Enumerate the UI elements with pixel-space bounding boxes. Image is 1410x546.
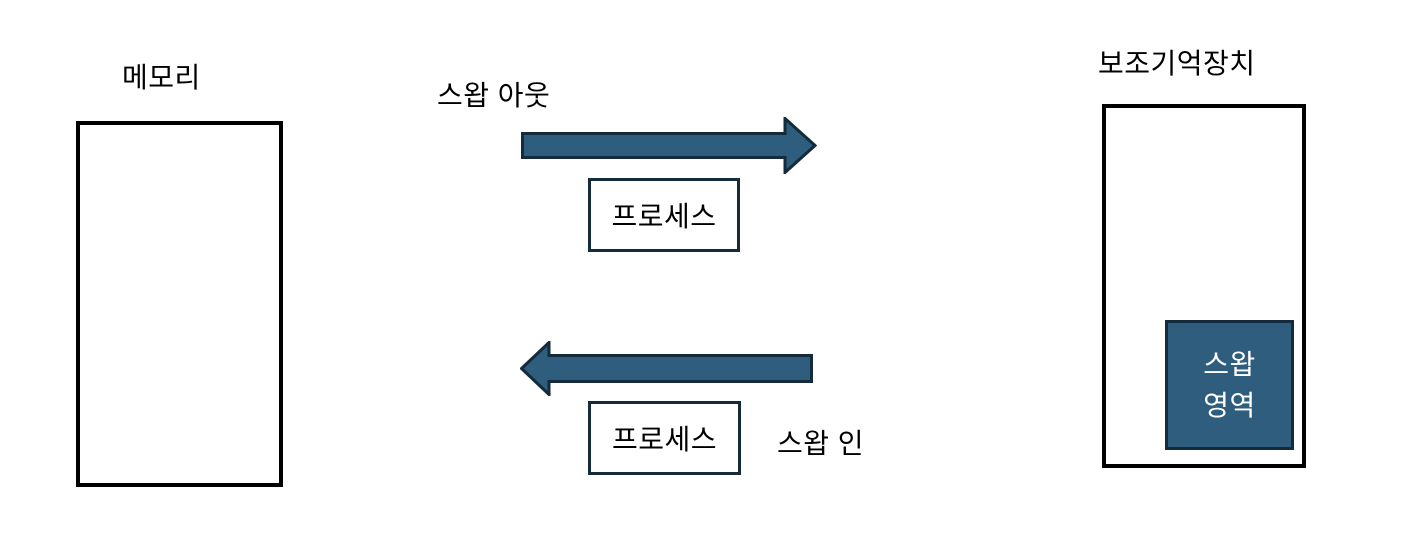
swap-out-process-label: 프로세스 (611, 201, 717, 232)
swap-out-arrow-right-icon (521, 117, 817, 174)
swap-out-process-box: 프로세스 (588, 178, 740, 252)
secondary-storage-label: 보조기억장치 (1098, 48, 1256, 79)
arrow-right-outline (521, 117, 817, 174)
swap-in-process-label: 프로세스 (611, 424, 718, 455)
swap-area-label-line1: 스왑 (1203, 349, 1256, 380)
memory-label: 메모리 (122, 62, 201, 93)
arrow-left-shape (521, 342, 812, 395)
swap-in-label: 스왑 인 (777, 428, 865, 459)
memory-box (76, 121, 283, 487)
swap-out-label: 스왑 아웃 (437, 80, 551, 111)
swap-in-arrow-left-icon (520, 341, 813, 396)
arrow-left-outline (520, 341, 813, 396)
swap-area-label-line2: 영역 (1203, 390, 1256, 421)
arrow-right-shape (522, 118, 815, 173)
swap-in-process-box: 프로세스 (588, 401, 741, 475)
swap-area-box: 스왑 영역 (1165, 320, 1294, 450)
secondary-storage-box: 스왑 영역 (1102, 104, 1306, 468)
